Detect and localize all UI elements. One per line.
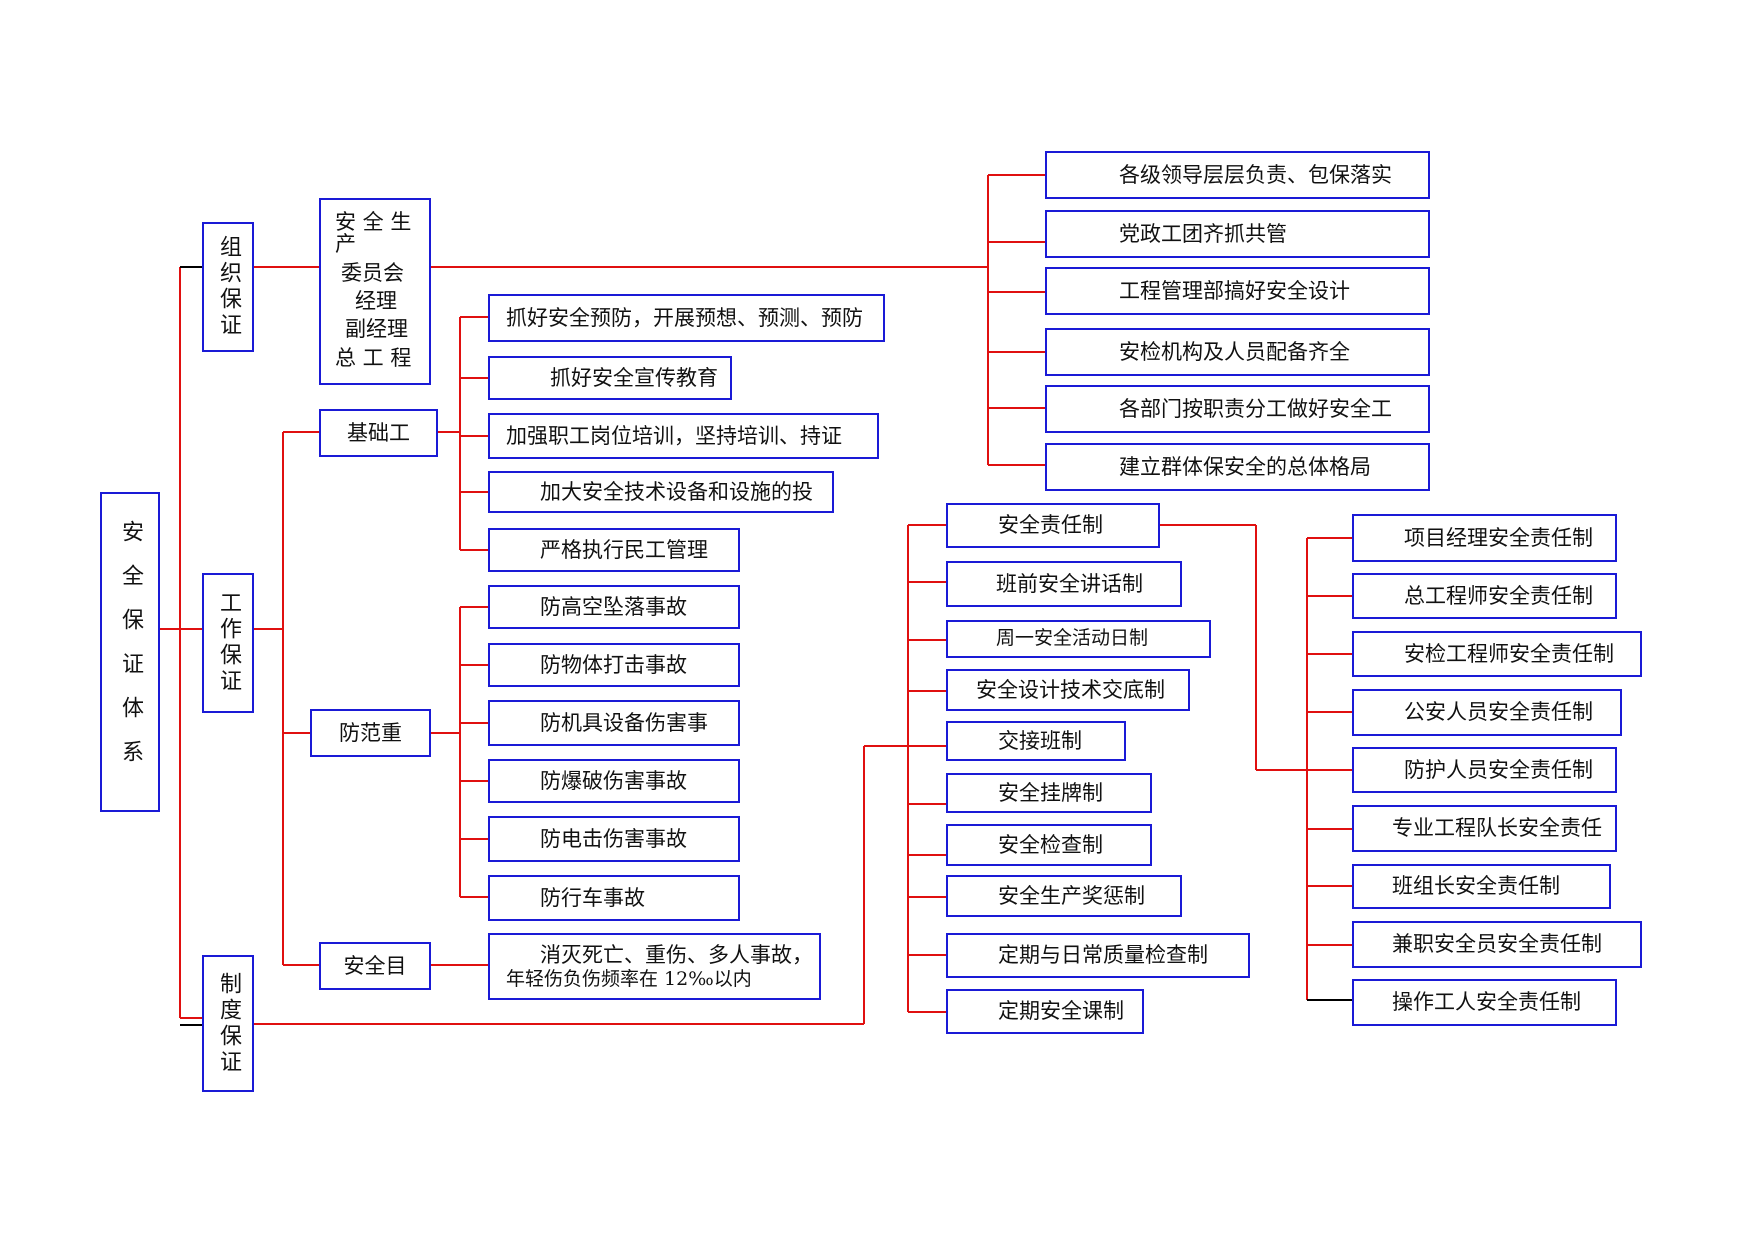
committee-line: 副经理 bbox=[345, 317, 408, 342]
system-item: 安全责任制 bbox=[946, 503, 1160, 548]
responsibility-item: 项目经理安全责任制 bbox=[1352, 514, 1617, 562]
goal-text-line-1: 消灭死亡、重伤、多人事故， bbox=[540, 942, 813, 967]
responsibility-item: 兼职安全员安全责任制 bbox=[1352, 921, 1642, 968]
system-item: 定期与日常质量检查制 bbox=[946, 933, 1250, 978]
prevention-item: 防物体打击事故 bbox=[488, 643, 740, 687]
prevention-item: 防机具设备伤害事 bbox=[488, 700, 740, 746]
work-guarantee-node: 工作保证 bbox=[202, 573, 254, 713]
committee-line: 产 bbox=[335, 232, 356, 257]
system-item: 交接班制 bbox=[946, 721, 1126, 761]
committee-line: 委员会 bbox=[341, 260, 404, 285]
responsibility-item: 班组长安全责任制 bbox=[1352, 864, 1611, 909]
system-item: 周一安全活动日制 bbox=[946, 620, 1211, 658]
system-item: 安全生产奖惩制 bbox=[946, 875, 1182, 917]
safety-goal-node: 安全目 bbox=[319, 942, 431, 990]
responsibility-item: 操作工人安全责任制 bbox=[1352, 979, 1617, 1026]
org-item: 建立群体保安全的总体格局 bbox=[1045, 443, 1430, 491]
basic-work-item: 加大安全技术设备和设施的投 bbox=[488, 471, 834, 513]
org-item: 各部门按职责分工做好安全工 bbox=[1045, 385, 1430, 433]
system-item: 安全检查制 bbox=[946, 824, 1152, 866]
system-item: 安全设计技术交底制 bbox=[946, 669, 1190, 711]
responsibility-item: 专业工程队长安全责任 bbox=[1352, 805, 1617, 852]
org-item: 工程管理部搞好安全设计 bbox=[1045, 267, 1430, 315]
basic-work-item: 抓好安全宣传教育 bbox=[488, 356, 732, 400]
prevention-item: 防爆破伤害事故 bbox=[488, 759, 740, 803]
prevention-item: 防行车事故 bbox=[488, 875, 740, 921]
prevention-focus-node: 防范重 bbox=[310, 709, 431, 757]
system-item: 班前安全讲话制 bbox=[946, 561, 1182, 607]
org-item: 党政工团齐抓共管 bbox=[1045, 210, 1430, 258]
basic-work-item: 加强职工岗位培训，坚持培训、持证 bbox=[488, 413, 879, 459]
committee-line: 经理 bbox=[355, 289, 397, 314]
responsibility-item: 安检工程师安全责任制 bbox=[1352, 631, 1642, 677]
system-item: 安全挂牌制 bbox=[946, 773, 1152, 813]
prevention-item: 防电击伤害事故 bbox=[488, 816, 740, 862]
goal-text-line-2: 年轻伤负伤频率在 12‰以内 bbox=[506, 967, 752, 990]
safety-committee-node: 安 全 生 产 委员会 经理 副经理 总 工 程 bbox=[319, 198, 431, 385]
prevention-item: 防高空坠落事故 bbox=[488, 585, 740, 629]
system-guarantee-node: 制度保证 bbox=[202, 955, 254, 1092]
org-item: 各级领导层层负责、包保落实 bbox=[1045, 151, 1430, 199]
root-node: 安全保证体系 bbox=[100, 492, 160, 812]
committee-line: 安 全 生 bbox=[335, 210, 412, 234]
safety-goal-text: 消灭死亡、重伤、多人事故， 年轻伤负伤频率在 12‰以内 bbox=[488, 933, 821, 1000]
system-item: 定期安全课制 bbox=[946, 989, 1144, 1034]
basic-work-item: 严格执行民工管理 bbox=[488, 528, 740, 572]
basic-work-node: 基础工 bbox=[319, 409, 438, 457]
committee-line: 总 工 程 bbox=[335, 345, 412, 370]
responsibility-item: 总工程师安全责任制 bbox=[1352, 573, 1617, 619]
responsibility-item: 防护人员安全责任制 bbox=[1352, 747, 1617, 793]
org-item: 安检机构及人员配备齐全 bbox=[1045, 328, 1430, 376]
basic-work-item: 抓好安全预防，开展预想、预测、预防 bbox=[488, 294, 885, 342]
org-guarantee-node: 组织保证 bbox=[202, 222, 254, 352]
responsibility-item: 公安人员安全责任制 bbox=[1352, 689, 1622, 736]
